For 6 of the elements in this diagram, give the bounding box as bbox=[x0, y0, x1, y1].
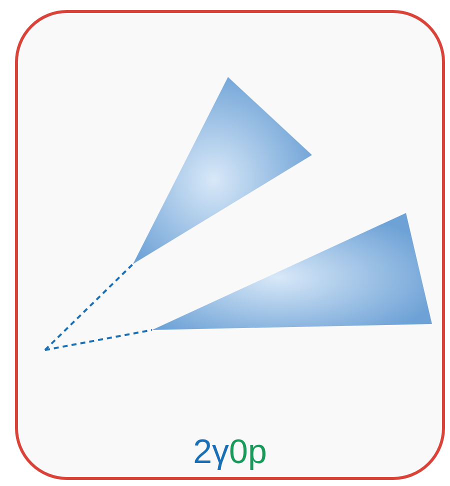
topology-label: 2γ0p bbox=[192, 433, 268, 472]
dashed-line bbox=[44, 329, 152, 351]
event-panel bbox=[15, 10, 445, 480]
shower-cone bbox=[133, 77, 312, 264]
shower-cone bbox=[152, 213, 432, 330]
dashed-line bbox=[44, 263, 134, 351]
